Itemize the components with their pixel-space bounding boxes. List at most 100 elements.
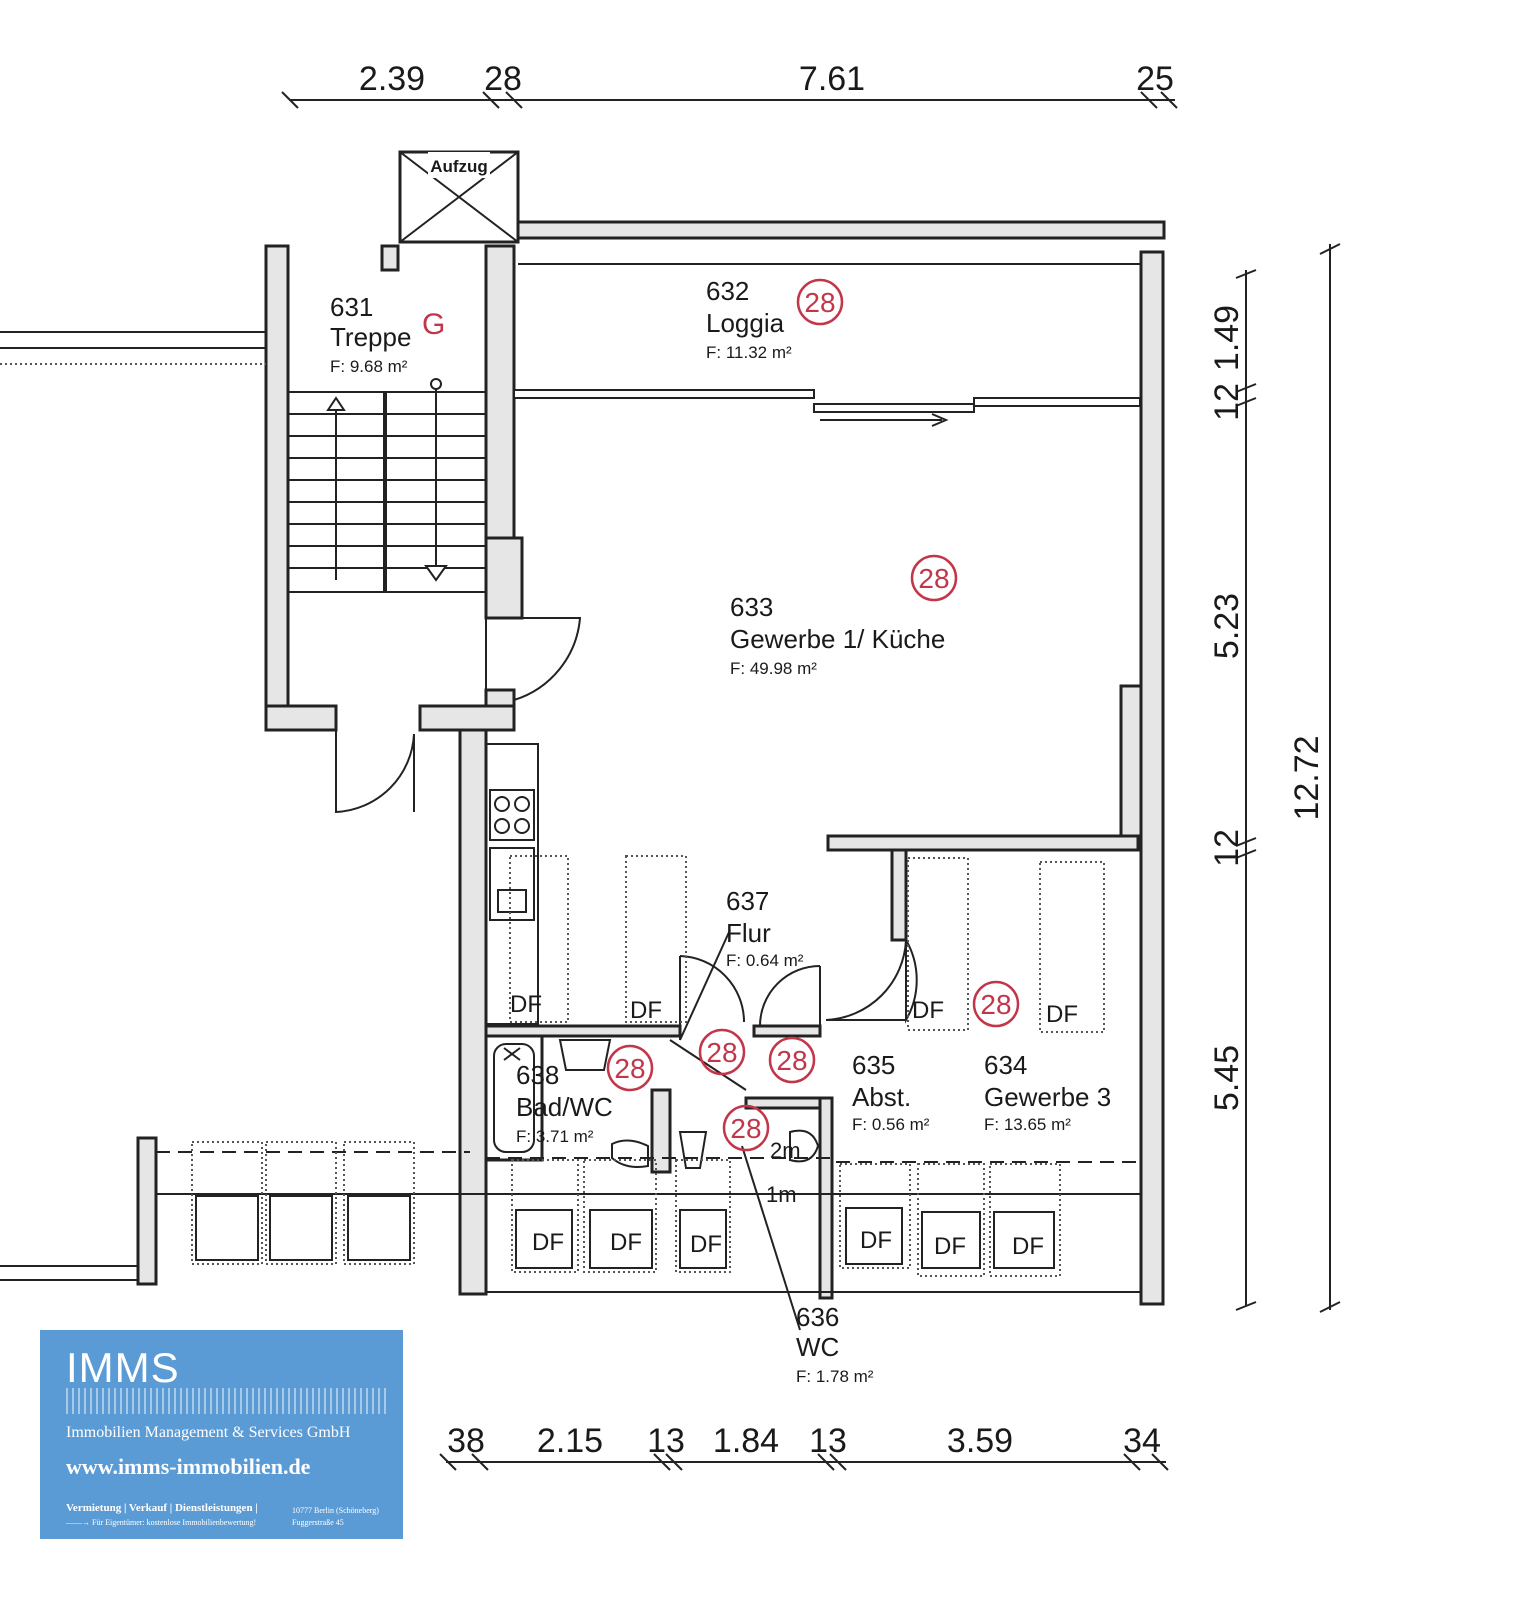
room-633: 633 Gewerbe 1/ Küche F: 49.98 m² xyxy=(730,592,945,678)
room-635-name: Abst. xyxy=(852,1082,911,1112)
elevator-shaft: Aufzug xyxy=(398,150,520,244)
room-638-name: Bad/WC xyxy=(516,1092,613,1122)
room-638-number: 638 xyxy=(516,1060,559,1090)
dim-bottom-5: 13 xyxy=(809,1422,847,1460)
bathroom-fixtures xyxy=(484,1034,820,1331)
imms-logo-panel: IMMS Immobilien Management & Services Gm… xyxy=(40,1330,403,1539)
room-631-area: F: 9.68 m² xyxy=(330,357,408,376)
room-634-number: 634 xyxy=(984,1050,1027,1080)
room-631-mark: G xyxy=(422,308,445,341)
skylight-frame xyxy=(625,855,687,1023)
room-636: 636 WC F: 1.78 m² xyxy=(796,1302,874,1386)
room-634: 634 Gewerbe 3 F: 13.65 m² xyxy=(984,1050,1111,1134)
stamp-label: 28 xyxy=(804,287,835,318)
skylight-pane xyxy=(845,1207,903,1265)
room-633-name: Gewerbe 1/ Küche xyxy=(730,624,945,654)
skylight-label: DF xyxy=(630,997,662,1024)
dim-bottom-3: 13 xyxy=(647,1422,685,1460)
imms-owner-note: ——→ Für Eigentümer: kostenlose Immobilie… xyxy=(66,1518,257,1527)
skylight-label: DF xyxy=(532,1229,564,1256)
skylight-pane xyxy=(515,1209,573,1269)
stamp-label: 28 xyxy=(706,1037,737,1068)
logo-bars xyxy=(66,1388,388,1414)
skylight-frame xyxy=(191,1141,263,1265)
skylight-pane xyxy=(993,1211,1055,1269)
stamp-label: 28 xyxy=(980,989,1011,1020)
dim-right-5: 5.45 xyxy=(1208,1045,1246,1111)
skylight-label: DF xyxy=(610,1229,642,1256)
dim-bottom-1: 38 xyxy=(447,1422,485,1460)
dim-right-2: 12 xyxy=(1208,383,1246,421)
room-636-number: 636 xyxy=(796,1302,839,1332)
imms-services: Vermietung | Verkauf | Dienstleistungen … xyxy=(66,1502,258,1514)
room-637-name: Flur xyxy=(726,918,771,948)
walls xyxy=(0,220,1166,1306)
skylight-frame xyxy=(509,855,569,1023)
room-633-area: F: 49.98 m² xyxy=(730,659,817,678)
skylight-pane xyxy=(269,1195,333,1261)
skylight-pane xyxy=(679,1209,727,1269)
stamp-label: 28 xyxy=(918,563,949,594)
skylight-label: DF xyxy=(510,991,542,1018)
room-637-area: F: 0.64 m² xyxy=(726,951,804,970)
room-637-number: 637 xyxy=(726,886,769,916)
room-636-area: F: 1.78 m² xyxy=(796,1367,874,1386)
skylight-pane xyxy=(921,1211,981,1269)
room-632-number: 632 xyxy=(706,276,749,306)
stamp-label: 28 xyxy=(730,1113,761,1144)
room-631: 631 Treppe F: 9.68 m² G xyxy=(330,292,445,376)
skylight-label: DF xyxy=(1012,1233,1044,1260)
dim-top-1: 2.39 xyxy=(359,60,425,98)
room-638: 638 Bad/WC F: 3.71 m² xyxy=(516,1060,613,1146)
stamp-circle xyxy=(606,1044,654,1092)
skylight-pane xyxy=(347,1195,411,1261)
imms-brand: IMMS xyxy=(66,1344,180,1391)
room-633-number: 633 xyxy=(730,592,773,622)
kitchen-counter xyxy=(485,743,539,1025)
room-637: 637 Flur F: 0.64 m² xyxy=(726,886,804,970)
doors xyxy=(335,617,918,1091)
room-638-area: F: 3.71 m² xyxy=(516,1127,594,1146)
skylight-frame xyxy=(511,1159,579,1273)
dim-right-1: 1.49 xyxy=(1208,305,1246,371)
skylight-label: DF xyxy=(912,997,944,1024)
dimension-line-top: 2.39 28 7.61 25 xyxy=(281,60,1178,109)
dim-bottom-2: 2.15 xyxy=(537,1422,603,1460)
dim-top-2: 28 xyxy=(484,60,522,98)
dim-bottom-6: 3.59 xyxy=(947,1422,1013,1460)
room-634-area: F: 13.65 m² xyxy=(984,1115,1071,1134)
staircase xyxy=(287,378,487,593)
room-635-area: F: 0.56 m² xyxy=(852,1115,930,1134)
skylight-frame xyxy=(1039,861,1105,1033)
skylight-frame xyxy=(917,1163,985,1277)
room-636-name: WC xyxy=(796,1332,839,1362)
room-631-name: Treppe xyxy=(330,322,411,352)
stamp-circle xyxy=(796,278,844,326)
dimension-line-bottom: 38 2.15 13 1.84 13 3.59 34 xyxy=(439,1422,1169,1471)
skylight-label: DF xyxy=(860,1227,892,1254)
skylight-label: DF xyxy=(690,1231,722,1258)
dim-bottom-7: 34 xyxy=(1123,1422,1161,1460)
dimension-line-right: 1.49 12 5.23 12 5.45 12.72 xyxy=(1208,243,1341,1313)
stamp-circle xyxy=(722,1104,770,1152)
stamp-label: 28 xyxy=(614,1053,645,1084)
skylight-frame xyxy=(343,1141,415,1265)
stamps: 28 28 28 28 28 28 28 xyxy=(606,278,1020,1152)
elevator-label: Aufzug xyxy=(430,157,488,176)
room-634-name: Gewerbe 3 xyxy=(984,1082,1111,1112)
stamp-label: 28 xyxy=(776,1045,807,1076)
imms-street: Fuggerstraße 45 xyxy=(292,1518,344,1527)
loggia-window xyxy=(513,389,1141,427)
room-632-area: F: 11.32 m² xyxy=(706,343,792,362)
stamp-circle xyxy=(698,1028,746,1076)
height-1m-label: 1m xyxy=(766,1182,797,1207)
skylight-pane xyxy=(589,1209,653,1269)
imms-company: Immobilien Management & Services GmbH xyxy=(66,1424,351,1441)
imms-website[interactable]: www.imms-immobilien.de xyxy=(66,1454,311,1479)
dim-bottom-4: 1.84 xyxy=(713,1422,779,1460)
room-635: 635 Abst. F: 0.56 m² xyxy=(852,1050,930,1134)
dim-right-total: 12.72 xyxy=(1288,735,1326,820)
room-635-number: 635 xyxy=(852,1050,895,1080)
skylight-frame xyxy=(989,1163,1061,1277)
